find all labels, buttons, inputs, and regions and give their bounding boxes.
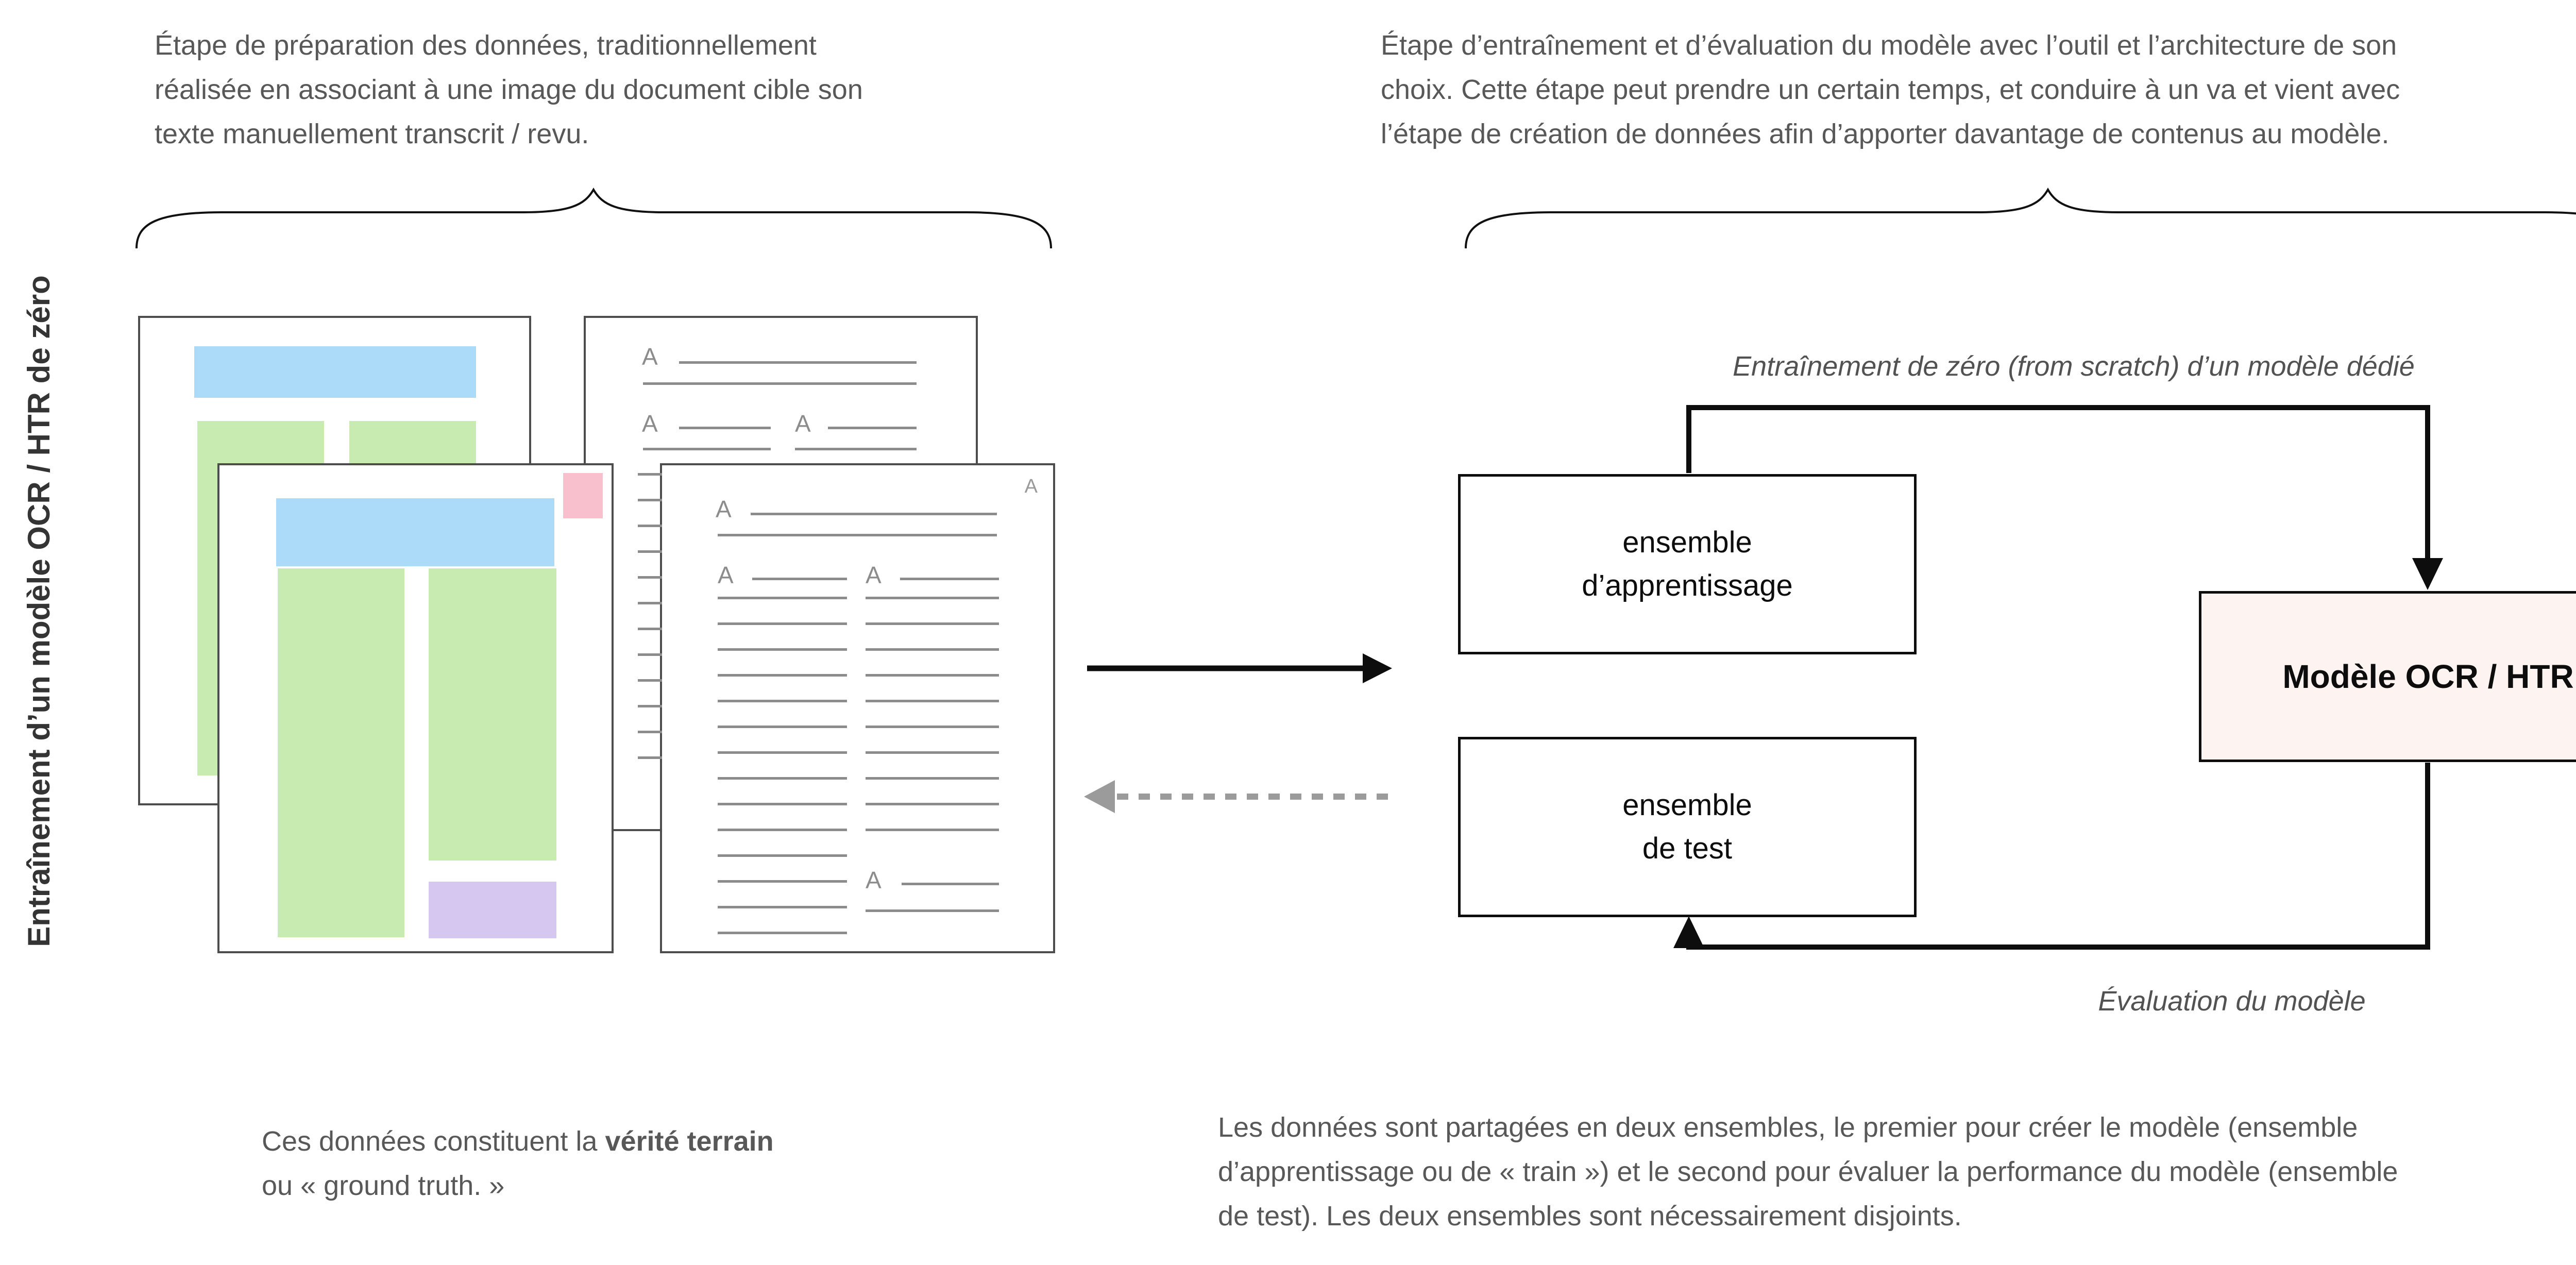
letter-a-glyph: A: [795, 410, 811, 437]
text-line: [828, 427, 917, 429]
arrowhead-down-icon: [2412, 558, 2443, 590]
caption-ground-truth: Ces données constituent la vérité terrai…: [262, 1126, 774, 1201]
transcription-document-front: A A A A A: [638, 463, 1055, 953]
text-line: [752, 578, 847, 580]
arrowhead-left-gray-icon: [1084, 780, 1115, 813]
arrowhead-up-icon: [1673, 916, 1704, 948]
source-document-front: [217, 463, 614, 953]
flow-label-training: Entraînement de zéro (from scratch) d’un…: [1733, 351, 2415, 382]
letter-a-glyph: A: [866, 562, 882, 588]
annotation-training-evaluation: Étape d’entraînement et d’évaluation du …: [1381, 30, 2400, 149]
layout-block-blue: [194, 346, 476, 398]
layout-block-purple: [429, 882, 556, 938]
letter-a-glyph: A: [716, 496, 732, 522]
letter-a-glyph: A: [1024, 476, 1038, 497]
training-set-box: ensemble d’apprentissage: [1458, 474, 1917, 654]
text-line: [718, 534, 997, 536]
line-tick-marks: [638, 473, 662, 767]
text-line: [643, 382, 917, 385]
text-line: [795, 448, 917, 450]
text-line-column: [718, 597, 847, 934]
text-line-column: [866, 597, 999, 834]
letter-a-glyph: A: [866, 867, 882, 893]
text-line: [751, 513, 997, 515]
layout-block-blue: [276, 498, 554, 566]
letter-a-glyph: A: [642, 343, 658, 370]
curly-brace-left-icon: [135, 187, 1052, 249]
text-line: [900, 578, 999, 580]
flow-training-connector: [1686, 405, 2430, 559]
text-line: [643, 448, 771, 450]
arrowhead-right-icon: [1363, 653, 1392, 683]
text-line: [902, 883, 999, 885]
layout-block-pink: [563, 473, 603, 518]
curly-brace-middle-icon: [1465, 187, 2576, 249]
caption-train-test-split: Les données sont partagées en deux ensem…: [1218, 1112, 2398, 1232]
layout-block-green: [278, 568, 404, 937]
test-set-box: ensemble de test: [1458, 737, 1917, 917]
text-line: [679, 361, 917, 364]
text-line: [866, 909, 999, 912]
layout-block-green: [429, 568, 556, 861]
annotation-data-preparation: Étape de préparation des données, tradit…: [155, 30, 863, 149]
ocr-htr-model-box: Modèle OCR / HTR: [2199, 591, 2576, 762]
flow-label-evaluation: Évaluation du modèle: [2098, 986, 2366, 1017]
text-line: [679, 427, 771, 429]
letter-a-glyph: A: [718, 562, 734, 588]
letter-a-glyph: A: [642, 410, 658, 437]
